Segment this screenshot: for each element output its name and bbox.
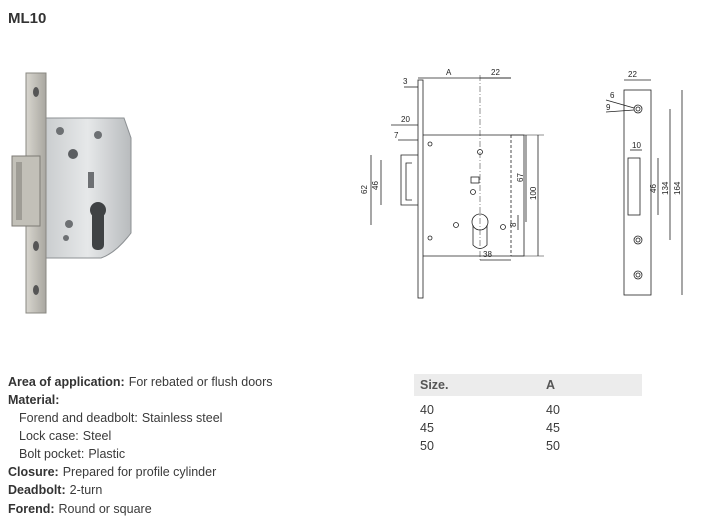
- forend-side-view: [623, 89, 652, 296]
- table-row: 45 45: [420, 421, 560, 435]
- dim-20: 20: [401, 115, 410, 124]
- dim-7: 7: [394, 131, 399, 140]
- spec-bolt-pocket: Bolt pocket:Plastic: [19, 447, 126, 461]
- dim-62: 62: [360, 185, 369, 194]
- header-a: A: [546, 378, 556, 392]
- spec-deadbolt: Deadbolt:2-turn: [8, 483, 103, 497]
- product-title: ML10: [8, 10, 47, 27]
- spec-material: Material:: [8, 393, 60, 407]
- dim-side-22: 22: [628, 70, 637, 79]
- spec-closure: Closure:Prepared for profile cylinder: [8, 465, 217, 479]
- dim-46: 46: [371, 181, 380, 190]
- dim-8: 8: [509, 222, 518, 227]
- table-row: 50 50: [420, 439, 560, 453]
- forend-outline: [417, 79, 424, 299]
- spec-forend: Forend:Round or square: [8, 502, 152, 516]
- header-size: Size.: [420, 378, 449, 392]
- dim-67: 67: [516, 173, 525, 182]
- spec-area: Area of application:For rebated or flush…: [8, 375, 273, 389]
- spec-forend-deadbolt: Forend and deadbolt:Stainless steel: [19, 411, 223, 425]
- dim-a: A: [446, 68, 452, 77]
- product-photo: [11, 72, 132, 314]
- dim-side-6: 6: [610, 91, 615, 100]
- spec-lock-case: Lock case:Steel: [19, 429, 112, 443]
- dim-side-134: 134: [661, 181, 670, 195]
- technical-drawing: 3 A 22 20 7 62 46 67 100 38 8 22 6 9 10 …: [360, 68, 683, 299]
- size-table-header: Size. A: [414, 374, 642, 396]
- dim-100: 100: [529, 186, 538, 200]
- dim-3: 3: [403, 77, 408, 86]
- dim-side-164: 164: [673, 181, 682, 195]
- lock-case-outline: [423, 134, 525, 257]
- dim-side-46: 46: [649, 184, 658, 193]
- dim-side-10: 10: [632, 141, 641, 150]
- size-table: Size. A 40 40 45 45 50 50: [414, 374, 642, 455]
- table-row: 40 40: [420, 403, 560, 417]
- dim-38: 38: [483, 250, 492, 259]
- dim-side-9: 9: [606, 103, 611, 112]
- dim-22: 22: [491, 68, 500, 77]
